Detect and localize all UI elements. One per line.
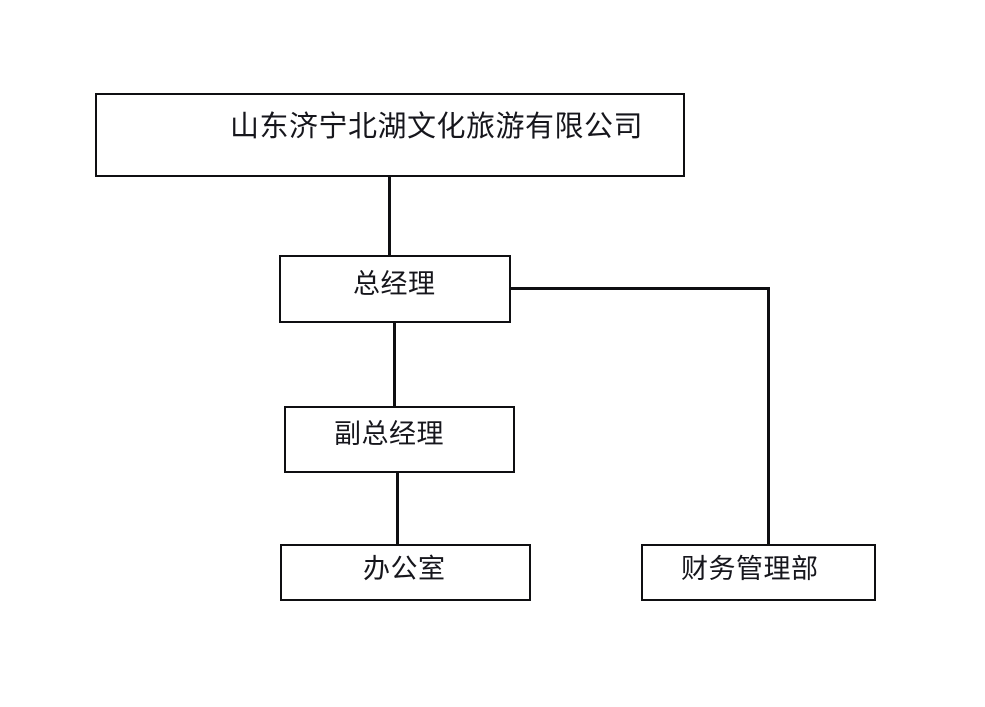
connector-general-manager-to-deputy [393, 321, 396, 408]
connector-general-manager-to-finance-horizontal [509, 287, 770, 290]
connector-general-manager-to-finance-vertical [767, 287, 770, 546]
node-company[interactable]: 山东济宁北湖文化旅游有限公司 [95, 93, 685, 177]
node-general-manager-label: 总经理 [353, 269, 436, 300]
node-general-manager[interactable]: 总经理 [279, 255, 511, 323]
node-finance-department[interactable]: 财务管理部 [641, 544, 876, 601]
node-deputy-general-manager-label: 副总经理 [334, 419, 444, 450]
connector-deputy-to-office [396, 471, 399, 546]
node-office[interactable]: 办公室 [280, 544, 531, 601]
connector-company-to-general-manager [388, 175, 391, 257]
node-company-label: 山东济宁北湖文化旅游有限公司 [230, 109, 644, 143]
node-deputy-general-manager[interactable]: 副总经理 [284, 406, 515, 473]
node-office-label: 办公室 [363, 554, 446, 585]
node-finance-department-label: 财务管理部 [681, 554, 819, 585]
